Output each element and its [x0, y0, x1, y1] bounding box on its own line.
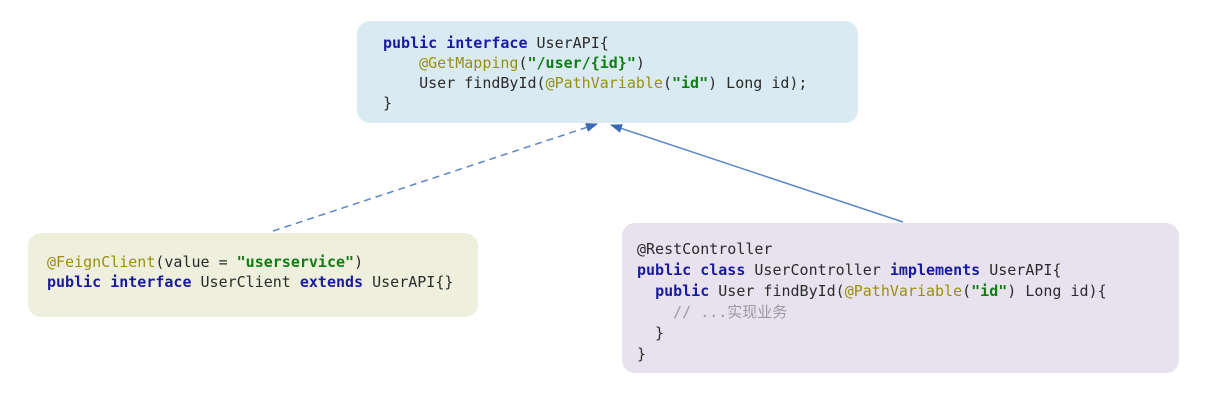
- code-token-plain: }: [383, 94, 393, 112]
- code-token-plain: [637, 282, 655, 300]
- code-token-annotation: @PathVariable: [545, 74, 663, 92]
- code-token-plain: ): [635, 54, 645, 72]
- code-token-plain: ): [354, 253, 364, 271]
- code-line: @FeignClient(value = "userservice"): [47, 252, 478, 272]
- code-token-keyword: implements: [889, 261, 981, 279]
- code-token-plain: }: [637, 324, 665, 342]
- arrow-userclient-to-userapi: [272, 123, 598, 232]
- code-token-plain: (: [662, 74, 672, 92]
- code-token-annotation: @GetMapping: [419, 54, 519, 72]
- code-token-string: "id": [971, 282, 1008, 300]
- code-box-usercontroller: @RestController public class UserControll…: [622, 223, 1179, 373]
- code-line: public User findById(@PathVariable("id")…: [637, 281, 1179, 302]
- code-token-plain: UserController: [745, 261, 890, 279]
- code-token-keyword: public interface: [47, 273, 192, 291]
- arrow-usercontroller-to-userapi: [610, 124, 904, 223]
- code-token-keyword: public interface: [383, 34, 528, 52]
- code-token-plain: (: [518, 54, 528, 72]
- code-token-plain: User findById(: [383, 74, 546, 92]
- code-line: User findById(@PathVariable("id") Long i…: [383, 73, 858, 93]
- code-token-plain: UserAPI{}: [363, 273, 454, 291]
- code-token-plain: UserAPI{: [980, 261, 1062, 279]
- code-line: @RestController: [637, 239, 1179, 260]
- code-token-plain: ) Long id){: [1007, 282, 1107, 300]
- code-line: // ...实现业务: [637, 302, 1179, 323]
- code-box-userapi: public interface UserAPI{ @GetMapping("/…: [357, 21, 858, 123]
- code-token-plain: (value =: [155, 253, 237, 271]
- code-token-plain: [637, 303, 673, 321]
- code-token-plain: UserClient: [191, 273, 300, 291]
- code-token-keyword: extends: [299, 273, 364, 291]
- code-token-plain: @RestController: [637, 240, 773, 258]
- code-token-string: "userservice": [236, 253, 355, 271]
- code-token-keyword: public: [655, 282, 710, 300]
- code-token-annotation: @FeignClient: [47, 253, 156, 271]
- code-token-comment: // ...实现业务: [673, 303, 788, 321]
- code-line: public class UserController implements U…: [637, 260, 1179, 281]
- code-token-plain: User findById(: [709, 282, 845, 300]
- code-line: }: [383, 93, 858, 113]
- code-token-string: "id": [672, 74, 709, 92]
- code-token-plain: [383, 54, 419, 72]
- code-token-keyword: public class: [637, 261, 746, 279]
- code-line: public interface UserClient extends User…: [47, 272, 478, 292]
- code-box-userclient: @FeignClient(value = "userservice")publi…: [28, 233, 478, 317]
- code-token-plain: UserAPI{: [527, 34, 609, 52]
- code-line: public interface UserAPI{: [383, 33, 858, 53]
- code-line: }: [637, 344, 1179, 365]
- code-token-plain: }: [637, 345, 647, 363]
- code-token-plain: (: [962, 282, 972, 300]
- code-line: }: [637, 323, 1179, 344]
- code-line: @GetMapping("/user/{id}"): [383, 53, 858, 73]
- code-token-plain: ) Long id);: [708, 74, 808, 92]
- code-token-annotation: @PathVariable: [844, 282, 963, 300]
- code-token-string: "/user/{id}": [527, 54, 636, 72]
